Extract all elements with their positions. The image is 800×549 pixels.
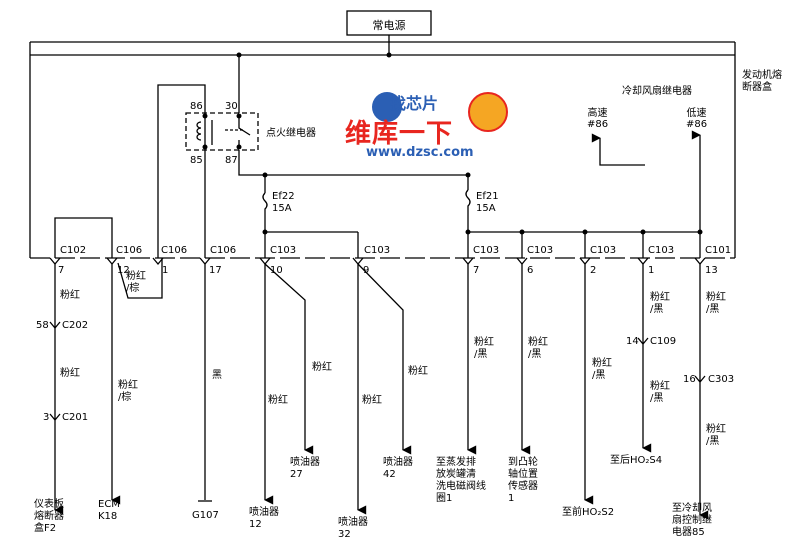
wire-color: 粉红 [408, 366, 428, 377]
fuse-ef22-name: Ef22 [272, 191, 295, 202]
connector-pin: 7 [58, 265, 65, 276]
dest-cam-sensor: 到凸轮 轴位置 传感器 1 [508, 457, 538, 504]
relay-pin-85: 85 [190, 155, 203, 166]
watermark-url: www.dzsc.com [366, 145, 474, 160]
connector-name: C103 [364, 245, 391, 256]
wire-color: 粉红 [362, 395, 382, 406]
relay-pin-30: 30 [225, 101, 238, 112]
connector-pin: 1 [162, 265, 169, 276]
inline-connector-pin: 58 [36, 320, 49, 331]
dest-front-ho2s: 至前HO₂S2 [562, 507, 615, 518]
inline-connector-name: C109 [650, 336, 677, 347]
ignition-relay-label: 点火继电器 [266, 128, 316, 139]
connector-pin: 10 [270, 265, 283, 276]
connector-pin: 12 [117, 265, 130, 276]
wire-color: 粉红 /黑 [650, 292, 670, 315]
dest-injector-27: 喷油器 27 [290, 457, 320, 480]
relay-pin-86: 86 [190, 101, 203, 112]
wire-color: 粉红 [60, 290, 80, 301]
dest-evap-solenoid: 至蒸发排 放炭罐清 洗电磁阀线 圈1 [436, 457, 486, 504]
inline-connector-name: C202 [62, 320, 89, 331]
dest-injector-12: 喷油器 12 [249, 507, 279, 530]
inline-connector-pin: 14 [626, 336, 639, 347]
connector-name: C101 [705, 245, 732, 256]
inline-connector-pin: 3 [43, 412, 50, 423]
connector-name: C103 [473, 245, 500, 256]
connector-pin: 13 [705, 265, 718, 276]
dest-instrument-fusebox: 仪表板 熔断器 盒F2 [34, 499, 64, 534]
fuse-ef22-rating: 15A [272, 203, 292, 214]
connector-name: C106 [116, 245, 143, 256]
wire-color: 粉红 /棕 [118, 380, 138, 403]
connector-name: C103 [648, 245, 675, 256]
wire-color: 粉红 [312, 362, 332, 373]
connector-name: C103 [270, 245, 297, 256]
watermark-badge [372, 92, 402, 122]
wire-color: 粉红 [268, 395, 288, 406]
wire-color: 粉红 /棕 [126, 271, 146, 294]
fan-relay-label: 冷却风扇继电器 [622, 86, 692, 97]
power-source-label: 常电源 [372, 19, 406, 32]
connector-name: C102 [60, 245, 87, 256]
connector-pin: 2 [590, 265, 597, 276]
watermark-mascot-icon [468, 92, 508, 132]
dest-fan-relay: 至冷却风 扇控制继 电器85 [672, 503, 712, 538]
wire-color: 粉红 /黑 [706, 292, 726, 315]
connector-name: C103 [590, 245, 617, 256]
fuse-ef21-rating: 15A [476, 203, 496, 214]
relay-pin-87: 87 [225, 155, 238, 166]
watermark-tag: 找芯片 [390, 94, 439, 113]
dest-ecm: ECM K18 [98, 499, 120, 522]
wire-color: 粉红 /黑 [706, 424, 726, 447]
wire-color: 粉红 /黑 [650, 381, 670, 404]
fan-low-label: 低速 #86 [686, 108, 708, 130]
connector-pin: 6 [527, 265, 534, 276]
fan-high-label: 高速 #86 [587, 108, 609, 130]
fusebox-label: 发动机熔 断器盒 [742, 70, 782, 93]
dest-injector-32: 喷油器 32 [338, 517, 368, 540]
wire-color: 粉红 /黑 [528, 337, 548, 360]
inline-connector-name: C201 [62, 412, 89, 423]
connector-pin: 1 [648, 265, 655, 276]
dest-injector-42: 喷油器 42 [383, 457, 413, 480]
connector-name: C106 [161, 245, 188, 256]
wire-color: 粉红 /黑 [474, 337, 494, 360]
dest-ground: G107 [192, 510, 219, 521]
connector-name: C106 [210, 245, 237, 256]
connector-pin: 17 [209, 265, 222, 276]
connector-pin: 7 [473, 265, 480, 276]
dest-rear-ho2s: 至后HO₂S4 [610, 455, 663, 466]
wire-color: 粉红 [60, 368, 80, 379]
watermark-cn: 维库一下 [345, 119, 454, 149]
fuse-ef21-name: Ef21 [476, 191, 499, 202]
inline-connector-pin: 16 [683, 374, 696, 385]
inline-connector-name: C303 [708, 374, 735, 385]
connector-name: C103 [527, 245, 554, 256]
connector-pin: 9 [363, 265, 370, 276]
wire-color: 粉红 /黑 [592, 358, 612, 381]
wire-color: 黑 [212, 370, 222, 381]
